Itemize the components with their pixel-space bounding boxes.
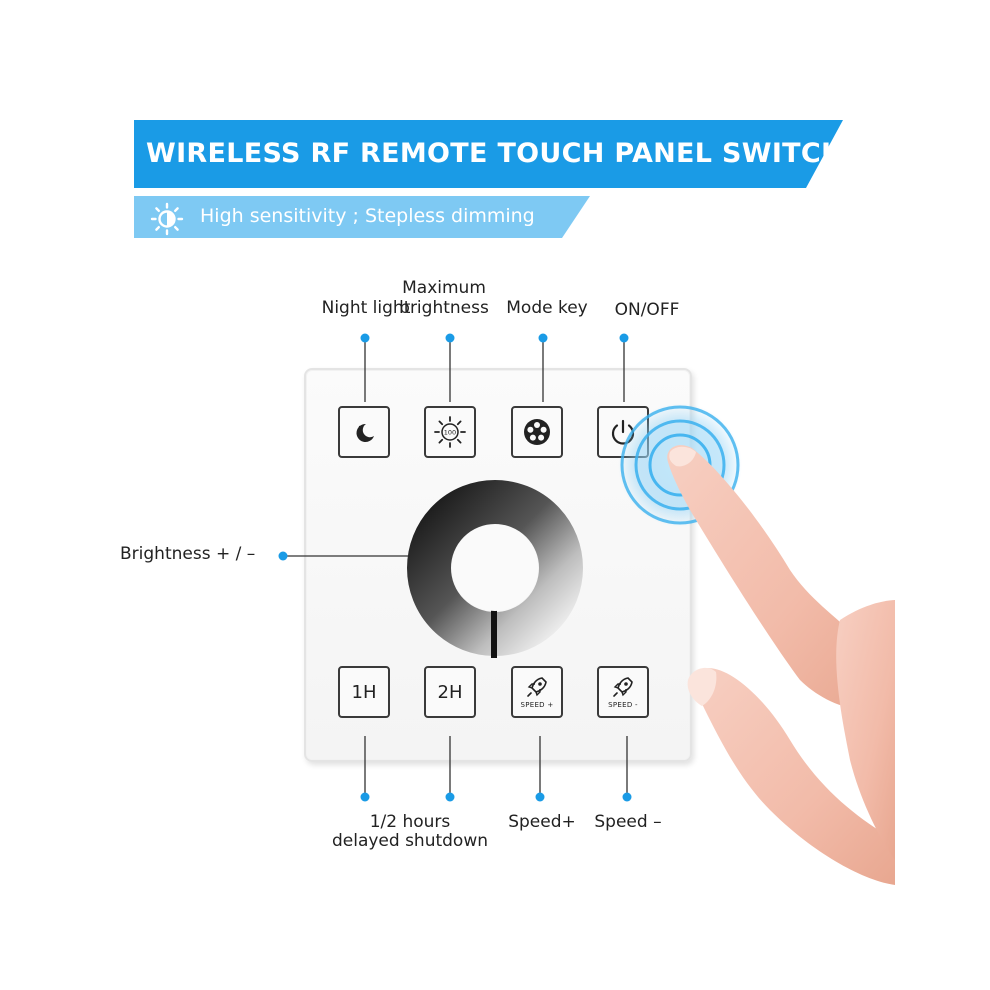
label-brightness: Brightness + / – (120, 544, 256, 564)
label-delay-2: delayed shutdown (331, 831, 489, 851)
sun-100-text: 100 (444, 429, 456, 437)
moon-icon (356, 423, 374, 442)
timer-2h-label: 2H (437, 681, 463, 703)
label-on-off: ON/OFF (614, 300, 680, 320)
speed-plus-key[interactable]: SPEED + (511, 666, 563, 718)
speed-minus-key[interactable]: SPEED - (597, 666, 649, 718)
mode-dots-icon (524, 419, 550, 445)
timer-1h-label: 1H (351, 681, 377, 703)
label-speed-plus: Speed+ (508, 812, 576, 832)
rocket-icon (527, 677, 547, 697)
rocket-icon (613, 677, 633, 697)
night-light-key[interactable] (338, 406, 390, 458)
hand-illustration (618, 403, 895, 885)
max-brightness-key[interactable]: 100 (424, 406, 476, 458)
speed-minus-key-label: SPEED - (608, 701, 638, 709)
brightness-ring[interactable] (405, 478, 585, 658)
subtitle: High sensitivity ; Stepless dimming (200, 205, 535, 227)
mode-key[interactable] (511, 406, 563, 458)
label-mode-key: Mode key (506, 298, 588, 318)
label-speed-minus: Speed – (594, 812, 662, 832)
page-title: WIRELESS RF REMOTE TOUCH PANEL SWITCH (146, 138, 844, 169)
timer-1h-key[interactable]: 1H (338, 666, 390, 718)
speed-plus-key-label: SPEED + (520, 701, 554, 709)
timer-2h-key[interactable]: 2H (424, 666, 476, 718)
label-night-light: Night light (321, 298, 411, 318)
label-delay-1: 1/2 hours (369, 812, 451, 832)
sun-brightness-icon (150, 202, 184, 236)
label-max-brightness-1: Maximum (402, 278, 486, 298)
sun-100-icon: 100 (434, 416, 466, 448)
label-max-brightness-2: brightness (399, 298, 489, 318)
